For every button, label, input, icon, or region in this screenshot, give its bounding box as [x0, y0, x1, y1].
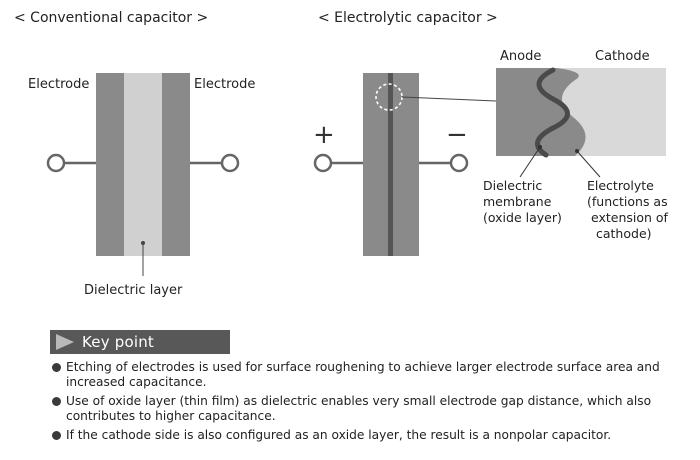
capacitor-diagram: < Conventional capacitor > < Electrolyti… — [14, 10, 669, 298]
bullet-dot-icon — [52, 397, 61, 406]
electrolyte-label-line-2: (functions as — [587, 194, 668, 209]
dielectric-layer-label: Dielectric layer — [84, 283, 183, 298]
key-point-header: Key point — [50, 330, 230, 354]
cathode-terminal — [449, 153, 469, 173]
list-item: Use of oxide layer (thin film) as dielec… — [52, 394, 692, 424]
membrane-label-line-2: membrane — [483, 194, 552, 209]
anode-label: Anode — [500, 49, 541, 64]
list-item: If the cathode side is also configured a… — [52, 428, 692, 443]
key-point-title: Key point — [82, 333, 155, 351]
minus-sign: − — [446, 120, 468, 150]
right-electrode-plate — [162, 73, 190, 256]
key-point-list: Etching of electrodes is used for surfac… — [52, 360, 692, 447]
electrolyte-label-line-3: extension of — [591, 210, 669, 225]
bullet-dot-icon — [52, 363, 61, 372]
plus-sign: + — [313, 120, 335, 150]
bullet-dot-icon — [52, 431, 61, 440]
key-point-text: Use of oxide layer (thin film) as dielec… — [66, 394, 652, 423]
right-terminal — [220, 153, 240, 173]
key-point-text: Etching of electrodes is used for surfac… — [66, 360, 660, 389]
key-point-text: If the cathode side is also configured a… — [66, 428, 612, 442]
electrolyte-label-line-4: cathode) — [596, 226, 652, 241]
dielectric-layer — [124, 73, 162, 256]
left-electrode-label: Electrode — [28, 77, 89, 92]
membrane-label-line-3: (oxide layer) — [483, 210, 562, 225]
cathode-label: Cathode — [595, 49, 650, 64]
conventional-title: < Conventional capacitor > — [14, 10, 208, 26]
conventional-capacitor: Electrode Electrode Dielectric layer — [28, 73, 255, 298]
magnified-detail — [496, 67, 666, 158]
electrolytic-capacitor: + − Anode Cathode Dielectric membrane (o… — [313, 49, 669, 256]
membrane-label-line-1: Dielectric — [483, 178, 542, 193]
anode-terminal — [313, 153, 333, 173]
magnify-connector — [401, 96, 497, 102]
electrolyte-pointer-line — [576, 150, 601, 178]
membrane-pointer-line — [519, 146, 541, 178]
electrolytic-title: < Electrolytic capacitor > — [318, 10, 498, 26]
oxide-layer-strip — [388, 73, 393, 256]
electrolyte-label-line-1: Electrolyte — [587, 178, 654, 193]
list-item: Etching of electrodes is used for surfac… — [52, 360, 692, 390]
triangle-arrow-icon — [56, 334, 74, 350]
left-electrode-plate — [96, 73, 124, 256]
right-electrode-label: Electrode — [194, 77, 255, 92]
electrolyte-region — [556, 68, 666, 156]
left-terminal — [46, 153, 66, 173]
dielectric-membrane-wave — [535, 67, 570, 158]
